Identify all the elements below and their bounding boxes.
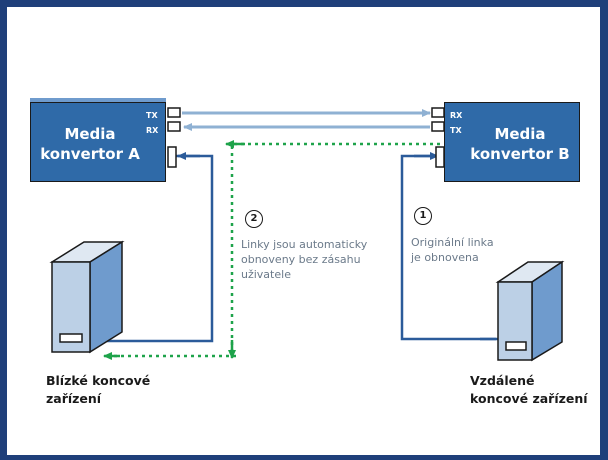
near-device-caption-line-2: zařízení: [46, 391, 102, 406]
far-device-caption-line-2: koncové zařízení: [470, 391, 588, 406]
port-copper-b: [435, 146, 445, 168]
media-converter-b-tx-label: TX: [450, 126, 462, 135]
port-rx-a: [167, 121, 181, 132]
near-device-caption-line-1: Blízké koncové: [46, 373, 151, 388]
step-1-text: Originální linka je obnovena: [411, 235, 531, 265]
step-1-line-2: je obnovena: [411, 251, 479, 264]
media-converter-a: Media konvertor A TX RX: [30, 98, 166, 182]
port-rx-b: [431, 107, 445, 118]
media-converter-b-label-1: Media: [494, 125, 546, 143]
media-converter-a-label-2: konvertor A: [40, 145, 140, 163]
step-1-badge: 1: [414, 207, 432, 225]
step-1-line-1: Originální linka: [411, 236, 494, 249]
media-converter-b-rx-label: RX: [450, 111, 463, 120]
step-2-line-3: uživatele: [241, 268, 291, 281]
media-converter-b-face: [444, 102, 580, 182]
near-device-icon: [49, 240, 125, 354]
media-converter-a-label-1: Media: [64, 125, 116, 143]
step-2-line-1: Linky jsou automaticky: [241, 238, 368, 251]
media-converter-a-tx-label: TX: [146, 111, 158, 120]
far-device-caption: Vzdálené koncové zařízení: [470, 372, 602, 408]
media-converter-a-top: [30, 98, 166, 102]
media-converter-a-face: [30, 102, 166, 182]
media-converter-b-label-2: konvertor B: [470, 145, 570, 163]
media-converter-a-rx-label: RX: [146, 126, 159, 135]
media-converter-b: Media konvertor B RX TX: [444, 102, 580, 182]
step-2-badge: 2: [245, 210, 263, 228]
far-device-icon: [495, 260, 565, 362]
far-device-caption-line-1: Vzdálené: [470, 373, 535, 388]
step-2-text: Linky jsou automaticky obnoveny bez zása…: [241, 237, 381, 282]
step-2-line-2: obnoveny bez zásahu: [241, 253, 361, 266]
port-copper-a: [167, 146, 177, 168]
near-device-caption: Blízké koncové zařízení: [46, 372, 216, 408]
port-tx-b: [431, 121, 445, 132]
port-tx-a: [167, 107, 181, 118]
